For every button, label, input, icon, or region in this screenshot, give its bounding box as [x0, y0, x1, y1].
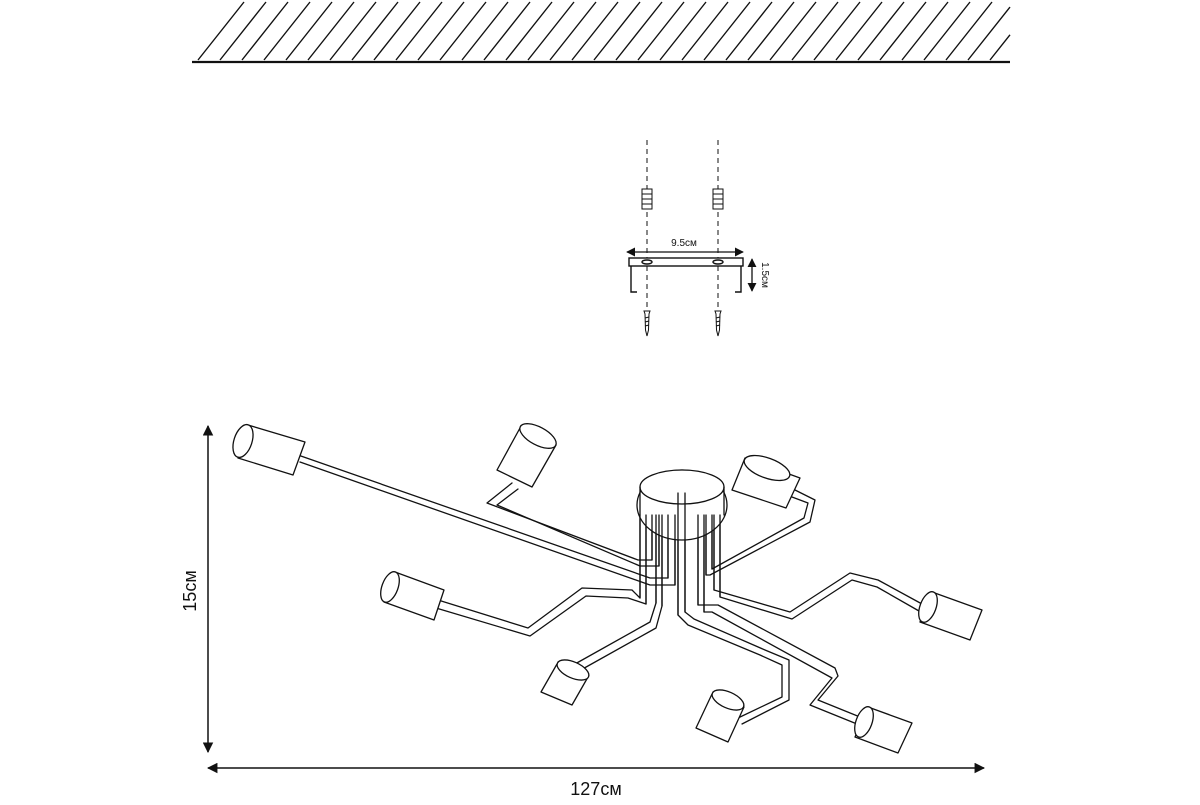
hatch-line — [549, 1, 597, 61]
hatch-line — [351, 1, 399, 61]
hatch-line — [197, 1, 245, 61]
right-wall-plug — [712, 188, 724, 210]
fixture-height-label: 15см — [180, 570, 200, 611]
hatch-line — [329, 1, 377, 61]
hatch-line — [857, 1, 905, 61]
hatch-line — [263, 1, 311, 61]
lamp-fixture — [232, 423, 983, 754]
hatch-line — [747, 1, 795, 61]
hatch-line — [395, 1, 443, 61]
hatch-line — [241, 1, 289, 61]
fixture-width-dimension: 127см — [206, 762, 986, 799]
hatch-line — [659, 1, 707, 61]
hatch-line — [571, 1, 619, 61]
hatch-line — [439, 1, 487, 61]
hatch-line — [923, 1, 971, 61]
hatch-line — [835, 1, 883, 61]
hatch-line — [637, 1, 685, 61]
arm-tops — [639, 492, 721, 616]
hatch-line — [593, 1, 641, 61]
left-wall-plug — [641, 188, 653, 210]
hatch-line — [945, 1, 993, 61]
shade-upper-right — [731, 454, 801, 509]
arm-lower-left-inner — [578, 514, 663, 672]
arm-far-right-inner — [719, 514, 920, 620]
hatch-line — [813, 1, 861, 61]
hatch-line — [725, 1, 773, 61]
hatch-line — [989, 34, 1011, 61]
left-screw — [643, 310, 651, 337]
hatch-line — [703, 1, 751, 61]
shade-lower-center — [695, 689, 745, 743]
hatch-line — [901, 1, 949, 61]
hatch-line — [791, 1, 839, 61]
hatch-line — [373, 1, 421, 61]
mounting-bracket-detail: 9.5см 1.5см — [626, 140, 770, 337]
right-screw — [714, 310, 722, 337]
shade-mid-left — [380, 571, 445, 621]
hatch-line — [461, 1, 509, 61]
hatch-line — [307, 1, 355, 61]
hatch-line — [505, 1, 553, 61]
arm-upper-left-inner — [496, 488, 660, 567]
hatch-line — [769, 1, 817, 61]
ceiling-hatch — [197, 1, 1011, 61]
hatch-line — [879, 1, 927, 61]
arm-lower-right — [697, 514, 861, 718]
bracket-width-label: 9.5см — [671, 238, 697, 249]
shade-far-right — [918, 591, 983, 641]
shade-lower-right — [854, 706, 913, 754]
hatch-line — [285, 1, 333, 61]
shade-lower-left — [540, 659, 590, 706]
hatch-line — [681, 1, 729, 61]
bracket-height-label: 1.5см — [759, 262, 770, 288]
bracket-body — [628, 257, 744, 293]
hatch-line — [219, 1, 267, 61]
arm-far-right — [713, 514, 923, 613]
fixture-width-label: 127см — [570, 779, 621, 799]
hatch-line — [967, 6, 1011, 61]
hatch-line — [615, 1, 663, 61]
shade-upper-left — [496, 423, 557, 488]
hatch-line — [417, 1, 465, 61]
hatch-line — [483, 1, 531, 61]
fixture-height-dimension: 15см — [180, 424, 214, 754]
ceiling — [192, 1, 1011, 64]
hatch-line — [527, 1, 575, 61]
shade-far-left — [232, 423, 306, 476]
arm-far-left — [297, 454, 669, 579]
